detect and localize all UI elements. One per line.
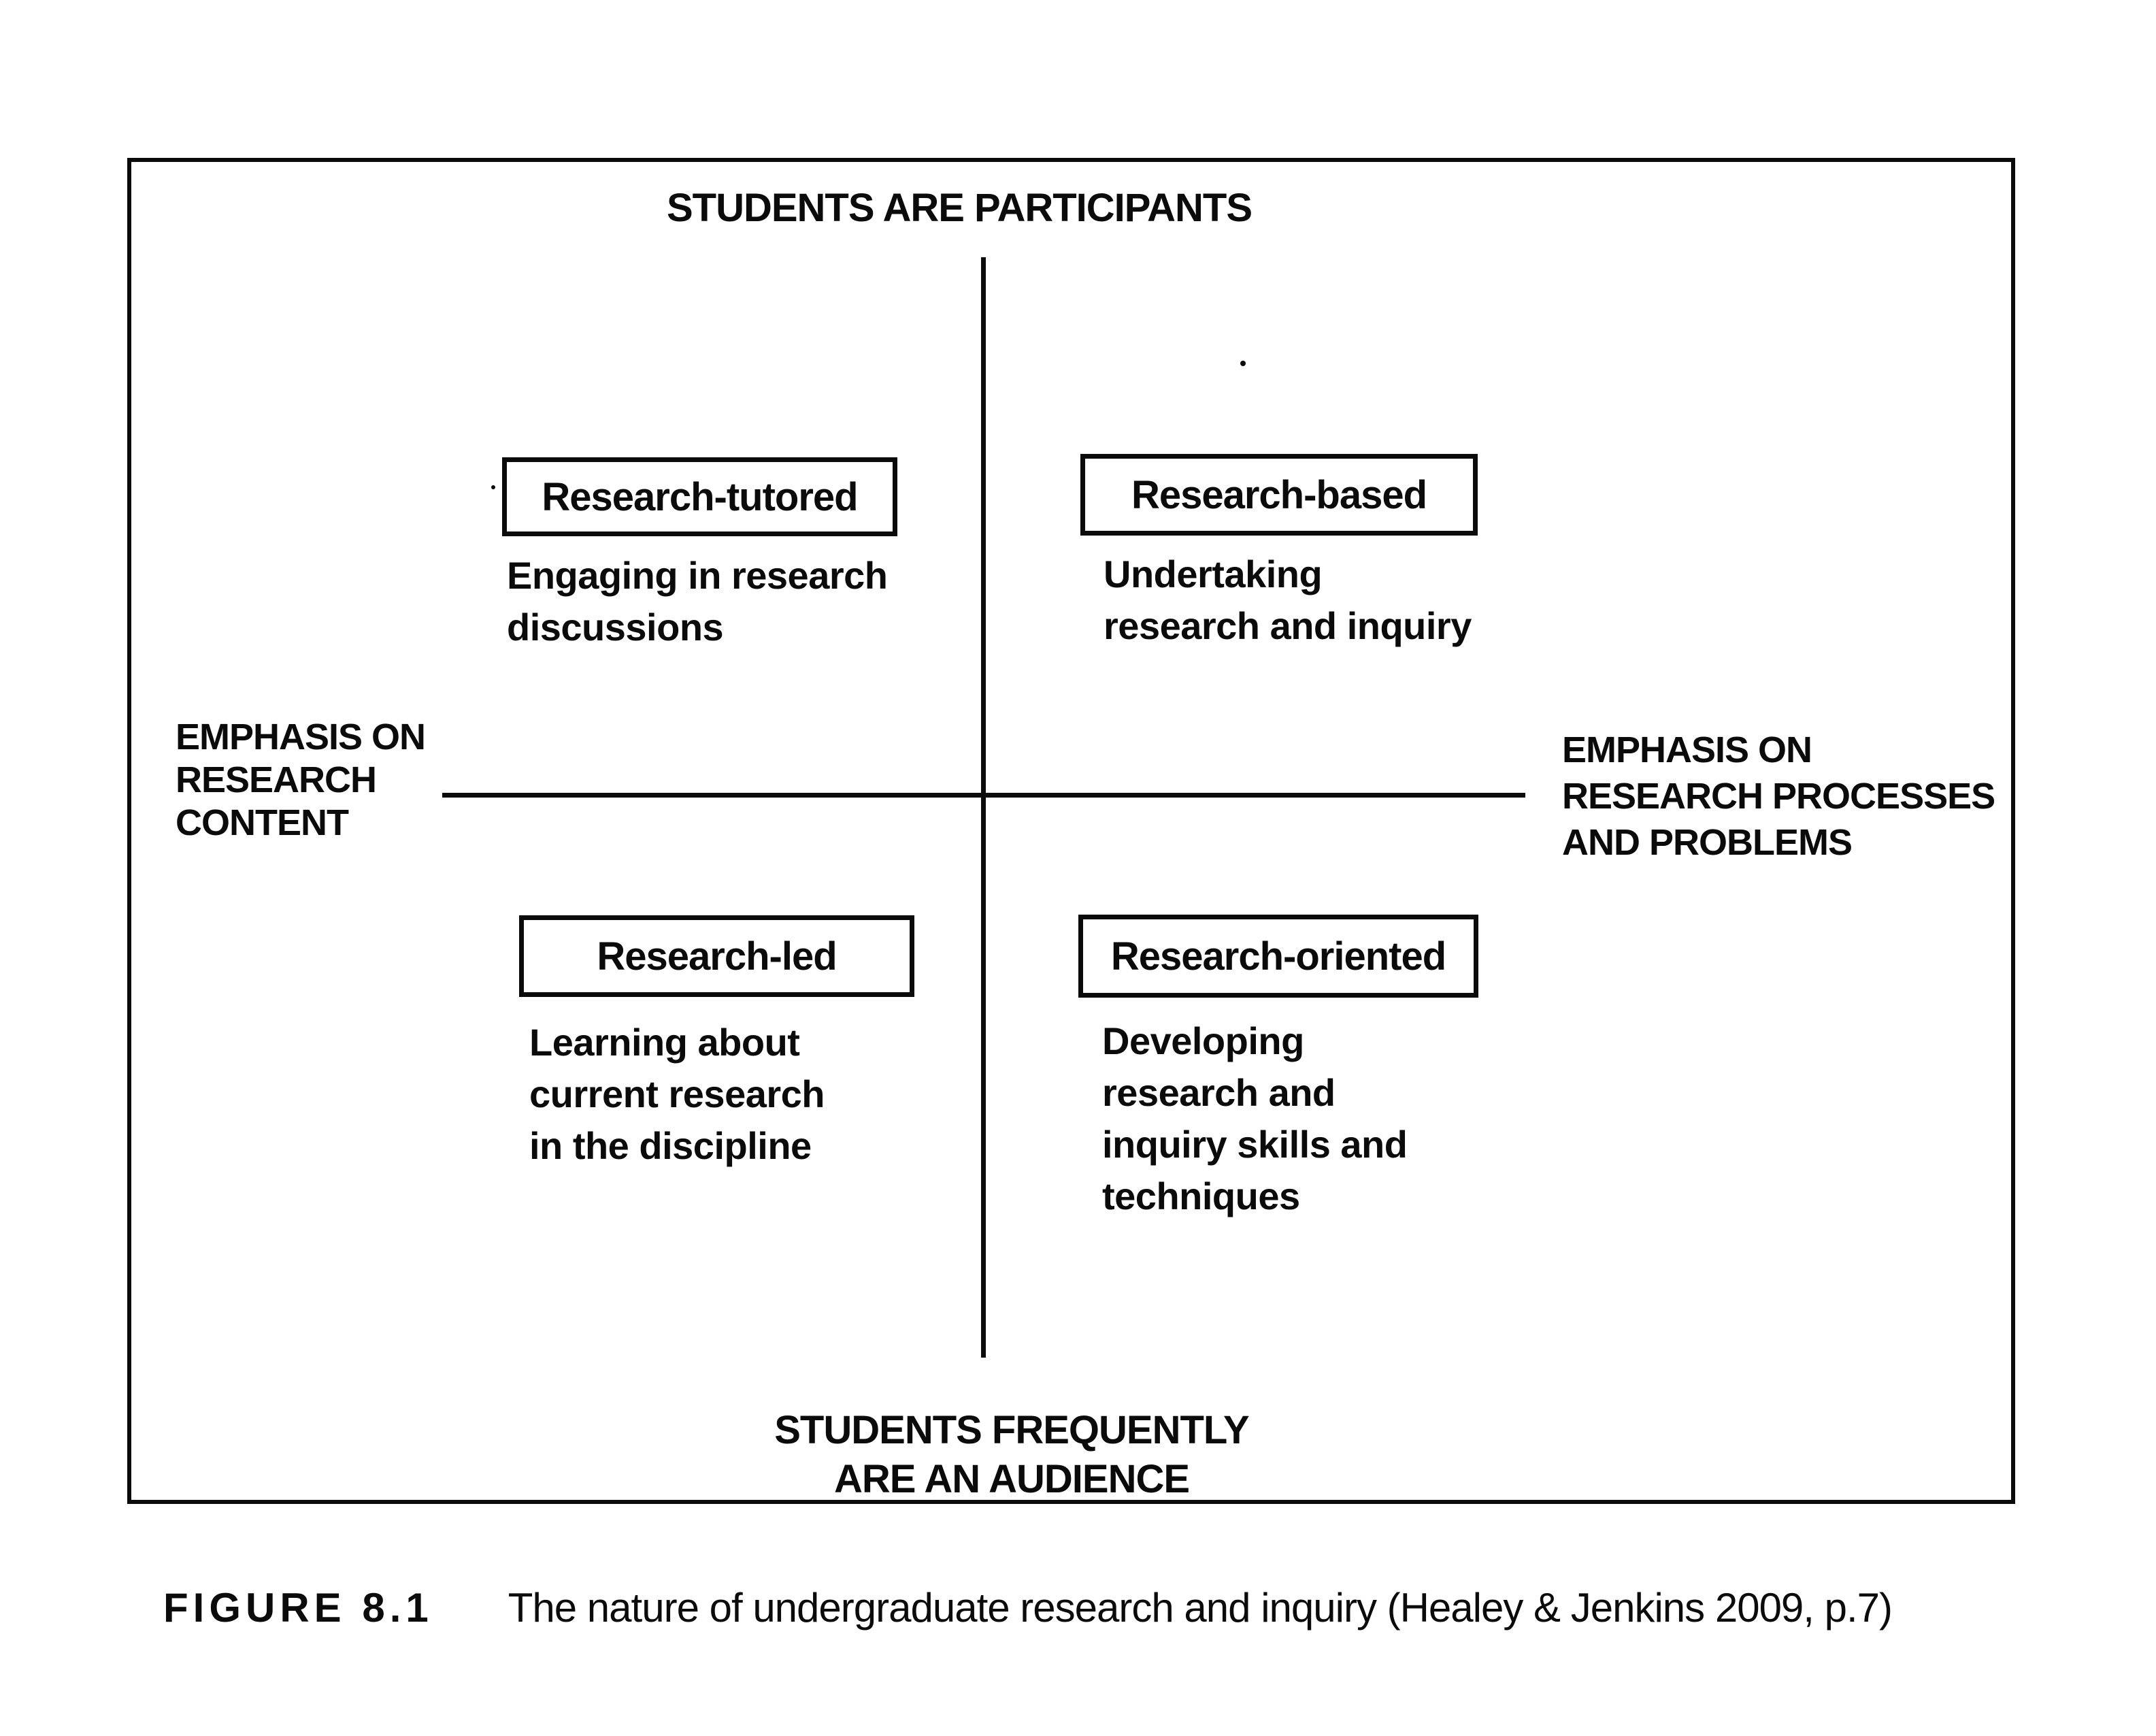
scan-speck (491, 485, 495, 489)
axis-label-bottom-line1: STUDENTS FREQUENTLY (774, 1408, 1249, 1452)
quadrant-label-research-led: Research-led (597, 934, 837, 979)
description-line: current research (529, 1072, 825, 1115)
horizontal-axis-line (442, 793, 1525, 798)
description-line: inquiry skills and (1102, 1123, 1408, 1166)
description-line: Engaging in research (507, 554, 888, 597)
description-line: discussions (507, 606, 724, 649)
axis-label-left-line1: EMPHASIS ON (176, 717, 426, 757)
axis-label-right-line1: EMPHASIS ON (1562, 730, 1812, 770)
quadrant-description-research-oriented: Developing research and inquiry skills a… (1102, 1015, 1408, 1222)
quadrant-label-research-oriented: Research-oriented (1110, 934, 1446, 979)
description-line: Undertaking (1104, 553, 1323, 595)
axis-label-right: EMPHASIS ON RESEARCH PROCESSES AND PROBL… (1562, 727, 1995, 866)
axis-label-bottom-line2: ARE AN AUDIENCE (833, 1457, 1190, 1501)
description-line: in the discipline (529, 1124, 812, 1167)
axis-label-left-line3: CONTENT (176, 802, 349, 843)
axis-label-left: EMPHASIS ON RESEARCH CONTENT (176, 716, 426, 845)
quadrant-description-research-based: Undertaking research and inquiry (1104, 548, 1472, 652)
description-line: Developing (1102, 1019, 1304, 1062)
quadrant-description-research-tutored: Engaging in research discussions (507, 550, 888, 653)
description-line: research and (1102, 1071, 1336, 1114)
description-line: Learning about (529, 1021, 800, 1064)
quadrant-box-research-oriented: Research-oriented (1078, 915, 1478, 998)
scan-speck (1240, 361, 1246, 366)
quadrant-description-research-led: Learning about current research in the d… (529, 1017, 825, 1172)
figure-caption-text: The nature of undergraduate research and… (508, 1585, 1893, 1631)
description-line: techniques (1102, 1175, 1300, 1217)
axis-label-bottom: STUDENTS FREQUENTLY ARE AN AUDIENCE (671, 1406, 1352, 1504)
figure-caption-number: FIGURE 8.1 (163, 1585, 433, 1631)
quadrant-box-research-tutored: Research-tutored (502, 457, 897, 536)
axis-label-top: STUDENTS ARE PARTICIPANTS (666, 186, 1253, 230)
axis-label-left-line2: RESEARCH (176, 759, 377, 800)
figure-caption: FIGURE 8.1 The nature of undergraduate re… (163, 1584, 1893, 1631)
quadrant-label-research-based: Research-based (1131, 472, 1427, 517)
axis-label-right-line3: AND PROBLEMS (1562, 822, 1853, 863)
vertical-axis-line (981, 257, 986, 1358)
quadrant-box-research-led: Research-led (519, 915, 914, 997)
quadrant-label-research-tutored: Research-tutored (542, 474, 858, 519)
quadrant-box-research-based: Research-based (1080, 454, 1478, 536)
axis-label-right-line2: RESEARCH PROCESSES (1562, 776, 1995, 817)
description-line: research and inquiry (1104, 604, 1472, 647)
figure-outer-border (127, 158, 2015, 1504)
